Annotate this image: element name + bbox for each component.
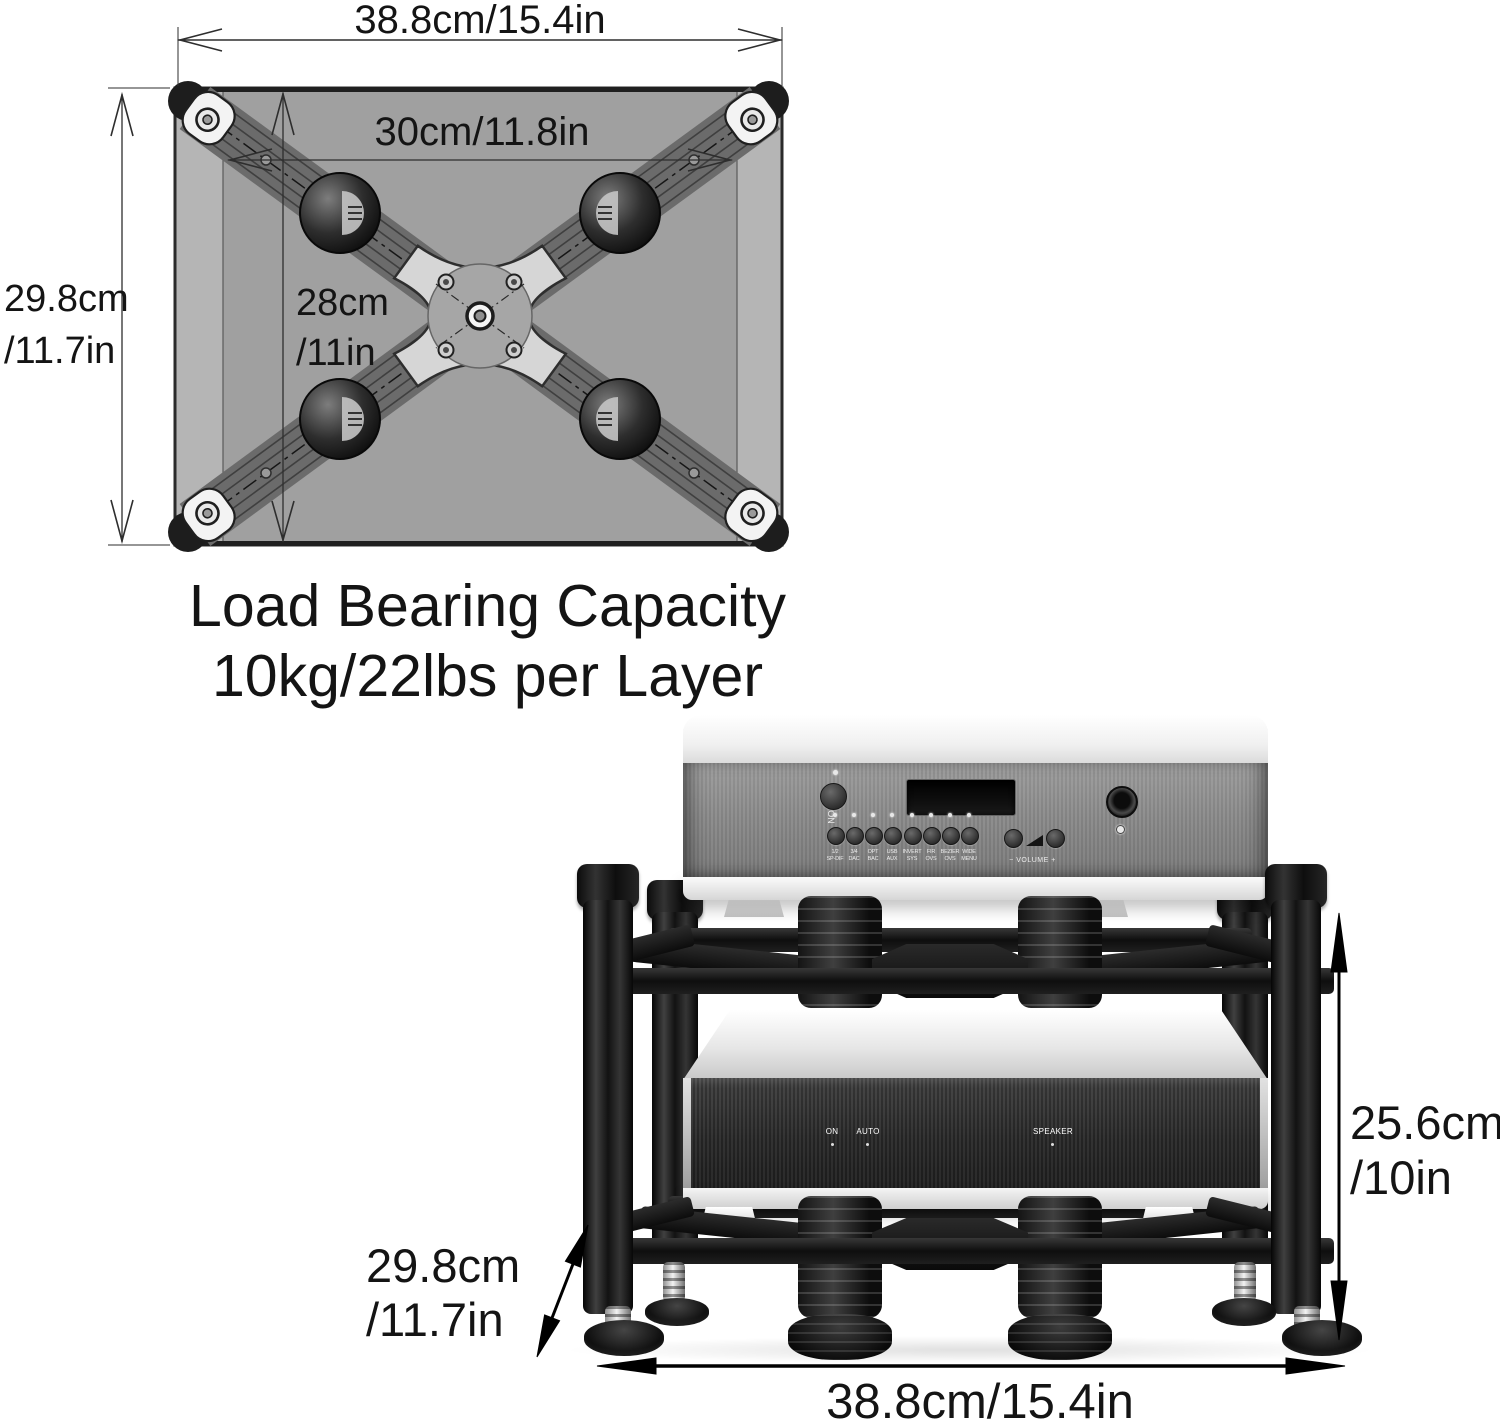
dim-label-outer-depth-2: /11.7in: [4, 330, 116, 372]
damper-spheres: [299, 172, 661, 460]
back-right-foot: [1212, 1298, 1276, 1326]
bottom-unit-led: [831, 1143, 834, 1146]
power-button[interactable]: [820, 783, 847, 810]
key-led: [948, 813, 952, 817]
back-left-spike: [663, 1262, 685, 1302]
power-led: [833, 770, 838, 775]
caption-line2: 10kg/22lbs per Layer: [211, 643, 764, 709]
bottom-unit-lid: [683, 1010, 1268, 1080]
jack-led: [1116, 825, 1125, 834]
rack-front-left-post: [583, 900, 633, 1314]
front-left-foot: [584, 1320, 664, 1356]
front-right-foot: [1282, 1320, 1362, 1356]
floor-shadow: [560, 1336, 1380, 1364]
key-label: BEZIER OVS: [940, 849, 960, 863]
rack-front-right-post: [1271, 900, 1321, 1314]
bottom-unit-speaker-label: SPEAKER: [1033, 1127, 1073, 1136]
key-label: 3/4 DAC: [848, 849, 860, 863]
top-tier-front-rail: [590, 968, 1334, 994]
key-label: FIR OVS: [925, 849, 937, 863]
top-unit-lid: [683, 715, 1268, 765]
key-led: [871, 813, 875, 817]
bottom-unit-auto-label: AUTO: [856, 1127, 880, 1136]
dim-label-outer-width: 38.8cm/15.4in: [354, 0, 606, 42]
right-damper-foot: [1008, 1314, 1112, 1360]
key-button[interactable]: [827, 827, 845, 845]
left-damper-foot: [788, 1314, 892, 1360]
key-label: 1/2 SP-DIF: [826, 849, 844, 863]
volume-up-button[interactable]: [1046, 829, 1065, 848]
key-label: OPT BAC: [867, 849, 879, 863]
key-label: USB AUX: [886, 849, 898, 863]
bottom-unit-front-panel: [683, 1078, 1268, 1190]
key-button[interactable]: [846, 827, 864, 845]
key-button[interactable]: [865, 827, 883, 845]
dim-label-depth-2: /11.7in: [366, 1293, 504, 1346]
dim-label-inner-depth-2: /11in: [296, 332, 376, 374]
key-led: [910, 813, 914, 817]
headphone-jack[interactable]: [1106, 786, 1138, 818]
dim-label-height-2: /10in: [1350, 1151, 1452, 1204]
dim-label-inner-width: 30cm/11.8in: [374, 110, 590, 154]
corner-brackets: [168, 81, 789, 552]
key-led: [967, 813, 971, 817]
bottom-unit-right-edge: [1260, 1078, 1268, 1190]
caption-line1: Load Bearing Capacity: [189, 573, 786, 639]
back-right-spike: [1234, 1262, 1256, 1302]
key-label: WIDE MENU: [961, 849, 977, 863]
key-led: [929, 813, 933, 817]
key-button[interactable]: [942, 827, 960, 845]
back-left-foot: [645, 1298, 709, 1326]
dim-label-outer-depth-1: 29.8cm: [4, 278, 129, 320]
lower-tier-front-rail: [590, 1238, 1334, 1264]
volume-down-button[interactable]: [1004, 829, 1023, 848]
dimension-lines: [108, 27, 784, 546]
volume-ramp-icon: [1026, 835, 1043, 846]
dim-label-width-bottom: 38.8cm/15.4in: [826, 1375, 1134, 1425]
bottom-unit-left-edge: [683, 1078, 691, 1190]
center-hub: [392, 244, 568, 388]
dim-label-inner-depth-1: 28cm: [296, 282, 389, 324]
key-led: [852, 813, 856, 817]
photo-dimension-arrows: [536, 912, 1348, 1375]
key-label: INVERT SYS: [902, 849, 922, 863]
key-led: [833, 813, 837, 817]
dim-label-depth-1: 29.8cm: [366, 1239, 521, 1292]
bottom-unit-led: [866, 1143, 869, 1146]
key-led: [890, 813, 894, 817]
key-button[interactable]: [961, 827, 979, 845]
key-button[interactable]: [884, 827, 902, 845]
top-unit-base: [683, 877, 1268, 900]
volume-label: − VOLUME +: [1009, 857, 1056, 864]
key-button[interactable]: [904, 827, 922, 845]
bottom-unit-on-label: ON: [825, 1127, 839, 1136]
dim-label-height-1: 25.6cm: [1350, 1096, 1500, 1149]
front-display: [906, 779, 1016, 816]
bottom-unit-led: [1051, 1143, 1054, 1146]
key-button[interactable]: [923, 827, 941, 845]
top-view-diagram: [108, 27, 789, 552]
top-unit-left-foot: [724, 895, 784, 917]
